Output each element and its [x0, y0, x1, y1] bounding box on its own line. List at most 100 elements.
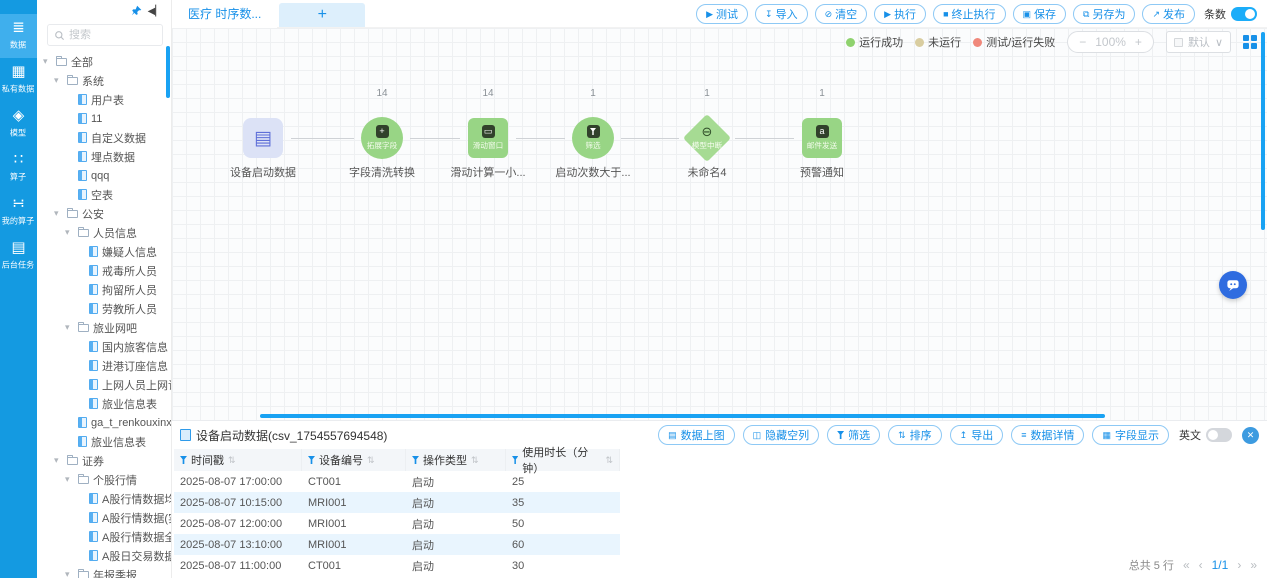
chat-assistant-button[interactable]	[1219, 271, 1247, 299]
caret-down-icon[interactable]: ▾	[65, 227, 70, 237]
publish-button[interactable]: ↗发布	[1142, 3, 1195, 24]
sort-button[interactable]: ⇅排序	[888, 425, 942, 445]
tree-node[interactable]: 戒毒所人员	[37, 261, 171, 280]
column-header[interactable]: 使用时长（分钟）⇅	[506, 447, 620, 475]
first-page-button[interactable]: «	[1182, 558, 1190, 572]
next-page-button[interactable]: ›	[1237, 558, 1242, 572]
flow-node-3[interactable]: ▭滑动窗口	[468, 118, 508, 158]
tab-medical-timeseries[interactable]: 医疗 时序数...	[172, 0, 278, 28]
rail-item-private-data[interactable]: ▦私有数据	[0, 58, 37, 102]
canvas-horizontal-scrollbar[interactable]	[260, 414, 1105, 418]
tree-folder[interactable]: ▾系统	[37, 71, 171, 90]
tree-node[interactable]: 国内旅客信息	[37, 337, 171, 356]
flow-node-1[interactable]: ▤	[243, 118, 283, 158]
filter-button[interactable]: 筛选	[827, 425, 881, 445]
tree-folder[interactable]: ▾旅业网吧	[37, 318, 171, 337]
caret-down-icon[interactable]: ▾	[65, 569, 70, 578]
run-button[interactable]: ▶执行	[874, 3, 927, 24]
tree-node[interactable]: 自定义数据	[37, 128, 171, 147]
add-tab-button[interactable]: +	[279, 2, 366, 27]
sort-icon[interactable]: ⇅	[228, 454, 236, 465]
rail-item-operator[interactable]: ∷算子	[0, 146, 37, 190]
prev-page-button[interactable]: ‹	[1198, 558, 1203, 572]
data-detail-button[interactable]: ≡数据详情	[1011, 425, 1085, 445]
button-label: 排序	[909, 430, 932, 442]
rail-item-background-tasks[interactable]: ▤后台任务	[0, 234, 37, 278]
collapse-panel-icon[interactable]: ◀▏	[147, 6, 163, 17]
import-button[interactable]: ↧导入	[755, 3, 808, 24]
tree-node[interactable]: A股行情数据全量(2分	[37, 527, 171, 546]
pin-icon[interactable]	[131, 5, 142, 20]
tree-folder[interactable]: ▾年报季报	[37, 565, 171, 578]
caret-down-icon[interactable]: ▾	[54, 455, 59, 465]
fullscreen-icon[interactable]	[1243, 35, 1257, 49]
tree-scrollbar[interactable]	[166, 46, 170, 98]
tree-node[interactable]: 空表	[37, 185, 171, 204]
rail-item-data[interactable]: ≣数据	[0, 14, 37, 58]
caret-down-icon[interactable]: ▾	[65, 322, 70, 332]
caret-down-icon[interactable]: ▾	[54, 208, 59, 218]
clear-button[interactable]: ⊘清空	[814, 3, 868, 24]
column-header[interactable]: 操作类型⇅	[406, 449, 506, 471]
stop-run-button[interactable]: ■终止执行	[933, 3, 1006, 24]
tree-node[interactable]: 旅业信息表	[37, 432, 171, 451]
rail-item-my-operators[interactable]: ∺我的算子	[0, 190, 37, 234]
sort-icon[interactable]: ⇅	[471, 454, 479, 465]
english-toggle[interactable]	[1206, 428, 1232, 442]
flow-node-4[interactable]: 筛选	[572, 117, 614, 159]
caret-down-icon[interactable]: ▾	[54, 75, 59, 85]
tree-node[interactable]: A股行情数据均值(日线	[37, 489, 171, 508]
column-header[interactable]: 时间戳⇅	[174, 449, 302, 471]
row-count-toggle[interactable]	[1231, 6, 1257, 21]
tree-node[interactable]: qqq	[37, 166, 171, 185]
save-button[interactable]: ▣保存	[1012, 3, 1067, 24]
tree-node[interactable]: 拘留所人员	[37, 280, 171, 299]
sort-icon[interactable]: ⇅	[605, 454, 613, 465]
button-label: 筛选	[848, 430, 871, 442]
data-to-chart-button[interactable]: ▤数据上图	[658, 425, 735, 445]
tree-node[interactable]: 埋点数据	[37, 147, 171, 166]
tree-folder[interactable]: ▾人员信息	[37, 223, 171, 242]
tree-node[interactable]: 用户表	[37, 90, 171, 109]
tree-node[interactable]: 劳教所人员	[37, 299, 171, 318]
tree-folder[interactable]: ▾全部	[37, 52, 171, 71]
tree-folder[interactable]: ▾个股行情	[37, 470, 171, 489]
tree-folder[interactable]: ▾证券	[37, 451, 171, 470]
rail-item-model[interactable]: ◈模型	[0, 102, 37, 146]
zoom-in-button[interactable]: +	[1134, 35, 1142, 49]
status-dot	[846, 37, 856, 47]
save-as-button[interactable]: ⧉另存为	[1073, 3, 1136, 24]
close-panel-button[interactable]: ✕	[1242, 426, 1259, 444]
tree-node[interactable]: ga_t_renkouxinx	[37, 413, 171, 432]
tree-node[interactable]: 进港订座信息	[37, 356, 171, 375]
tree-node[interactable]: A股行情数据(实时)	[37, 508, 171, 527]
tree-node[interactable]: A股日交易数据日线)	[37, 546, 171, 565]
flow-node-2[interactable]: +拓展字段	[361, 117, 403, 159]
column-header[interactable]: 设备编号⇅	[302, 449, 406, 471]
caret-down-icon[interactable]: ▾	[65, 474, 70, 484]
search-input[interactable]	[69, 29, 149, 41]
zoom-out-button[interactable]: −	[1079, 35, 1087, 49]
hide-empty-columns-button[interactable]: ◫隐藏空列	[742, 425, 820, 445]
layout-preset-select[interactable]: 默认 ∨	[1165, 31, 1231, 53]
caret-down-icon[interactable]: ▾	[43, 56, 48, 66]
tree-node[interactable]: 上网人员上网记录	[37, 375, 171, 394]
test-button[interactable]: ▶测试	[696, 3, 749, 24]
tree-node[interactable]: 11	[37, 109, 171, 128]
tree-folder[interactable]: ▾公安	[37, 204, 171, 223]
tree-node[interactable]: 旅业信息表	[37, 394, 171, 413]
tree-node[interactable]: 嫌疑人信息	[37, 242, 171, 261]
sort-icon[interactable]: ⇅	[367, 454, 375, 465]
canvas-vertical-scrollbar[interactable]	[1261, 32, 1265, 230]
flow-node-5[interactable]: ⊖模型中断	[684, 115, 730, 161]
export-button[interactable]: ↥导出	[949, 425, 1004, 445]
last-page-button[interactable]: »	[1250, 558, 1257, 572]
field-display-button[interactable]: ▦字段显示	[1092, 425, 1169, 445]
